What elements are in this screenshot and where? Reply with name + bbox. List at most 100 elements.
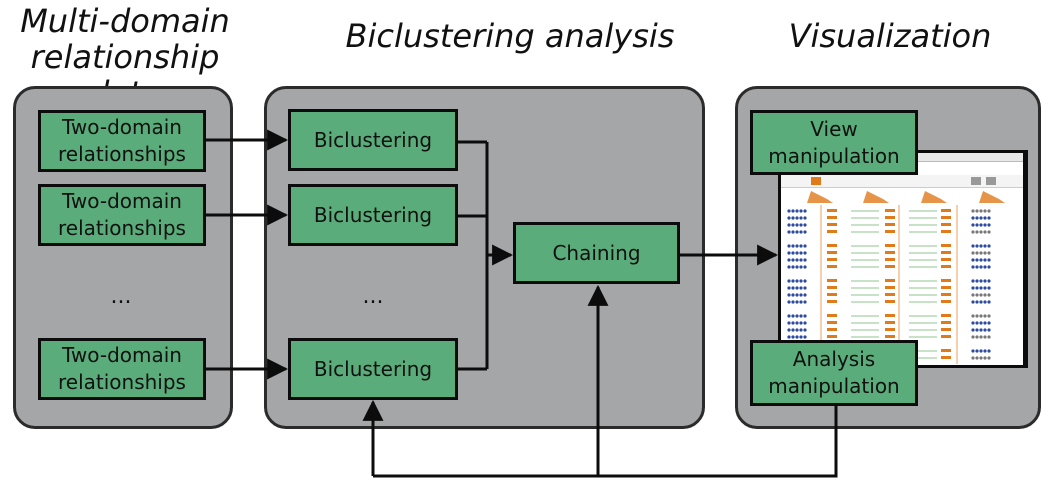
thumbnail-dot [975,258,979,262]
thumbnail-dot [983,300,987,304]
thumbnail-dot [791,286,795,290]
thumbnail-dot [971,356,975,360]
thumbnail-dot [975,279,979,283]
thumbnail-tag [885,335,895,338]
thumbnail-dot [979,209,983,213]
node-label-line1: View [810,116,858,141]
thumbnail-dot [987,328,991,332]
thumbnail-dot [979,356,983,360]
thumbnail-dot [791,300,795,304]
thumbnail-dot [983,209,987,213]
thumbnail-dot [795,300,799,304]
thumbnail-tag [941,279,951,282]
thumbnail-tag [827,230,837,233]
thumbnail-tag [941,356,951,359]
thumbnail-dot [791,244,795,248]
thumbnail-dot [799,258,803,262]
thumbnail-dot [987,300,991,304]
thumbnail-dot [799,209,803,213]
thumbnail-dot [799,335,803,339]
thumbnail-dot [971,286,975,290]
thumbnail-dot [975,230,979,234]
thumbnail-tag [885,300,895,303]
thumbnail-dot [787,258,791,262]
thumbnail-tag [885,265,895,268]
analysis-column-title: Biclustering analysis [345,17,675,55]
thumbnail-tag [941,244,951,247]
thumbnail-tag [827,223,837,226]
two-domain-relationships-node: Two-domain relationships [38,338,206,400]
thumbnail-dot [987,356,991,360]
thumbnail-dot [987,349,991,353]
thumbnail-dot [987,335,991,339]
thumbnail-dot [975,321,979,325]
chaining-node: Chaining [513,222,680,284]
analysis-manipulation-node: Analysis manipulation [750,340,918,406]
thumbnail-dot [971,314,975,318]
thumbnail-dot [795,209,799,213]
thumbnail-dot [795,314,799,318]
thumbnail-dot [983,230,987,234]
thumbnail-dot [787,335,791,339]
thumbnail-dot [787,265,791,269]
input-ellipsis: ... [110,284,132,309]
thumbnail-dot [803,314,807,318]
thumbnail-tag [827,265,837,268]
thumbnail-dot [987,286,991,290]
thumbnail-dot [971,258,975,262]
thumbnail-dot [987,279,991,283]
thumbnail-tag [941,335,951,338]
thumbnail-dot [983,223,987,227]
thumbnail-dot [803,300,807,304]
thumbnail-dot [971,328,975,332]
thumbnail-tag [941,209,951,212]
thumbnail-tag [827,279,837,282]
thumbnail-dot [979,314,983,318]
input-title-line1: Multi-domain [20,2,230,40]
node-label-line2: relationships [58,216,186,240]
thumbnail-dot [799,265,803,269]
thumbnail-dot [803,279,807,283]
thumbnail-dot [971,209,975,213]
thumbnail-dot [979,335,983,339]
thumbnail-dot [803,265,807,269]
thumbnail-dot [975,265,979,269]
thumbnail-dot [787,293,791,297]
view-manipulation-node: View manipulation [750,110,918,175]
thumbnail-dot [983,258,987,262]
thumbnail-dot [787,279,791,283]
thumbnail-dot [787,314,791,318]
node-label-line1: Two-domain [61,189,182,213]
thumbnail-dot [979,279,983,283]
thumbnail-dot [975,300,979,304]
two-domain-relationships-node: Two-domain relationships [38,184,206,246]
thumbnail-dot [971,265,975,269]
input-column-title: Multi-domain relationship data [0,3,250,111]
thumbnail-dot [803,251,807,255]
thumbnail-dot [787,286,791,290]
thumbnail-dot [787,328,791,332]
thumbnail-dot [791,321,795,325]
thumbnail-dot [799,223,803,227]
thumbnail-dot [983,321,987,325]
thumbnail-dot [987,251,991,255]
thumbnail-tag [941,216,951,219]
node-label-line2: relationships [58,142,186,166]
thumbnail-dot [971,300,975,304]
thumbnail-dot [987,230,991,234]
thumbnail-dot [979,349,983,353]
thumbnail-dot [795,286,799,290]
thumbnail-dot [787,230,791,234]
thumbnail-tag [885,279,895,282]
thumbnail-tag [885,293,895,296]
thumbnail-dot [975,209,979,213]
thumbnail-tag [941,314,951,317]
node-label-line1: Analysis [792,347,876,371]
thumbnail-tag [827,286,837,289]
visualization-column-title: Visualization [788,17,992,55]
thumbnail-dot [983,349,987,353]
thumbnail-dot [795,279,799,283]
node-label-line1: Two-domain [61,115,182,139]
thumbnail-dot [987,223,991,227]
thumbnail-dot [803,328,807,332]
